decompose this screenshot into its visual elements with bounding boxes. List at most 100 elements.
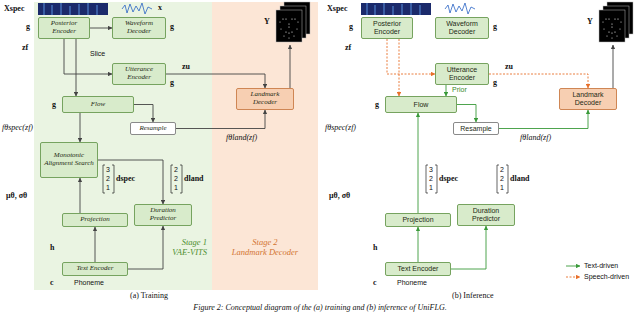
text-label: 1 xyxy=(429,184,433,191)
predictor-box: Duration Predictor xyxy=(457,204,515,226)
search-box: Monotonic Alignment Search xyxy=(40,142,98,178)
text-label: g xyxy=(170,23,174,31)
text-label: dland xyxy=(184,175,204,183)
text-label: g xyxy=(170,79,174,87)
decoder-box: Landmark Decoder xyxy=(236,88,294,110)
node-label: Waveform Decoder xyxy=(438,20,486,36)
spectrogram xyxy=(38,3,431,15)
text-label: 2 xyxy=(500,166,504,173)
node-label: Text Encoder xyxy=(398,265,439,273)
text-label: zu xyxy=(182,63,190,71)
text-label: Y xyxy=(587,18,593,26)
text-label: 3 xyxy=(106,166,110,173)
text-label: 1 xyxy=(106,184,110,191)
node-label: Landmark Decoder xyxy=(239,91,291,107)
text-label: 3 xyxy=(429,166,433,173)
node-label: Utterance Encoder xyxy=(115,66,163,82)
text-label: g xyxy=(26,23,30,31)
legend-label: Speech-driven xyxy=(584,273,629,280)
decoder-box: Waveform Decoder xyxy=(112,17,166,39)
text-label: 2 xyxy=(500,175,504,182)
encoder-box: Text Encoder xyxy=(385,262,451,276)
node-label: Flow xyxy=(91,101,105,109)
node-label: Resample xyxy=(460,125,492,133)
text-label: g xyxy=(375,101,379,109)
text-label: 2 xyxy=(106,175,110,182)
resample-box: Resample xyxy=(130,122,176,135)
connector xyxy=(451,226,486,269)
legend-sample xyxy=(566,277,580,278)
connector xyxy=(80,178,81,213)
connector xyxy=(76,39,77,96)
legend-label: Text-driven xyxy=(584,262,618,269)
node-label: Projection xyxy=(402,216,433,224)
node-label: Resample xyxy=(139,125,166,133)
text-label: 2 xyxy=(429,175,433,182)
node-label: Flow xyxy=(414,101,429,109)
encoder-box: Posterior Encoder xyxy=(361,17,413,39)
text-label: μθ, σθ xyxy=(6,192,27,200)
connector xyxy=(418,113,419,213)
node-label: Stage 1 xyxy=(182,238,207,248)
encoder-box: Posterior Encoder xyxy=(38,17,90,39)
text-label: Prior xyxy=(452,86,467,93)
connector xyxy=(98,160,163,204)
connector xyxy=(446,85,447,96)
text-label: (b) Inference xyxy=(452,292,494,300)
stage-band-fill xyxy=(212,2,318,290)
output-arrow xyxy=(613,45,614,88)
text-label: dspec xyxy=(439,175,458,183)
text-label: fθspec(zf) xyxy=(2,124,33,132)
landmark-faces xyxy=(276,2,633,42)
encoder-box: Utterance Encoder xyxy=(112,63,166,85)
resample-box: Resample xyxy=(453,122,499,135)
text-label: Xspec xyxy=(327,5,347,13)
text-label: g xyxy=(52,101,56,109)
text-label: fθland(zf) xyxy=(520,134,551,142)
text-label: dland xyxy=(510,175,530,183)
flow-box: Flow xyxy=(62,96,134,113)
encoder-box: Text Encoder xyxy=(62,262,128,276)
projection-box: Projection xyxy=(385,213,451,227)
text-label: Y xyxy=(264,18,270,26)
node-label: Posterior Encoder xyxy=(364,20,410,36)
node-label: Waveform Decoder xyxy=(115,20,163,36)
node-label: Text Encoder xyxy=(77,265,114,273)
connector xyxy=(64,39,112,74)
text-label: Phoneme xyxy=(74,279,104,286)
predictor-box: Duration Predictor xyxy=(134,204,192,226)
connector xyxy=(387,39,435,74)
connector xyxy=(80,113,81,142)
text-label: g xyxy=(349,23,353,31)
text-label: zf xyxy=(345,44,351,52)
text-label: 1 xyxy=(500,184,504,191)
connector xyxy=(128,226,163,269)
node-label: Landmark Decoder xyxy=(232,248,298,258)
projection-box: Projection xyxy=(62,213,128,227)
node-label: Stage 2 xyxy=(252,238,277,248)
text-label: 1 xyxy=(174,184,178,191)
node-label: Utterance Encoder xyxy=(438,66,486,82)
node-label: Posterior Encoder xyxy=(41,20,87,36)
text-label: c xyxy=(373,279,377,287)
text-label: 2 xyxy=(174,175,178,182)
text-label: c xyxy=(50,279,54,287)
text-label: h xyxy=(373,244,377,252)
text-label: Phoneme xyxy=(397,279,427,286)
connector xyxy=(90,28,112,29)
text-label: g xyxy=(493,23,497,31)
text-label: fθland(zf) xyxy=(226,134,257,142)
flow-box: Flow xyxy=(385,96,457,113)
connector xyxy=(134,105,153,123)
encoder-box: Utterance Encoder xyxy=(435,63,489,85)
node-label: VAE-VITS xyxy=(172,248,207,258)
node-label: Landmark Decoder xyxy=(562,91,614,107)
connector xyxy=(176,110,265,129)
output-arrow xyxy=(290,45,291,88)
vector-bracket xyxy=(103,165,508,193)
connector xyxy=(499,110,588,129)
text-label: x xyxy=(158,4,162,12)
legend-sample xyxy=(566,266,580,267)
stage-band: Stage 2Landmark DecoderLandmark Decoder xyxy=(212,2,318,290)
